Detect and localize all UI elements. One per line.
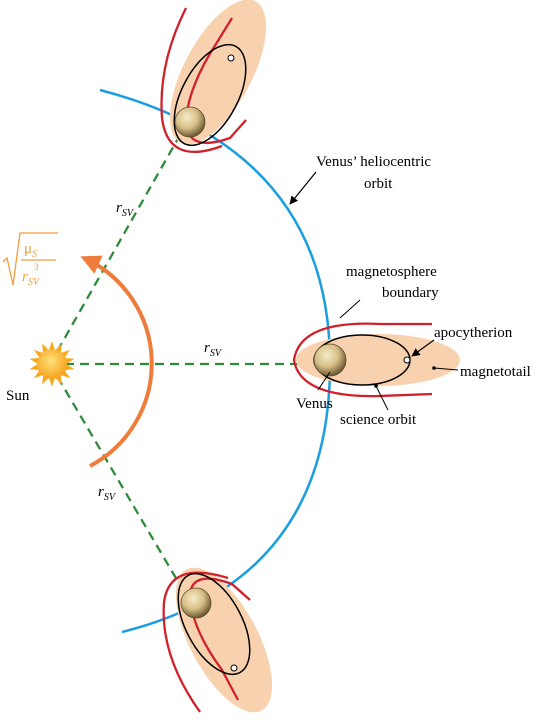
heliocentric-orbit xyxy=(99,88,332,634)
formula-exponent: 3 xyxy=(34,262,39,272)
apocytherion-marker-top xyxy=(227,54,235,62)
science-orbit-leader xyxy=(375,385,389,411)
science-orbit-leader-dot xyxy=(374,384,378,388)
radical-sign xyxy=(2,232,58,286)
magnetosphere-boundary-top-outer xyxy=(160,7,223,154)
venus-label: Venus xyxy=(296,396,333,412)
distance-label-bottom: rSV xyxy=(98,484,117,503)
magnetotail-top xyxy=(169,0,267,145)
apocytherion-label: apocytherion xyxy=(434,325,513,341)
venus-leader xyxy=(317,371,331,391)
sun-venus-line-top xyxy=(48,127,186,365)
sun-icon xyxy=(29,341,75,387)
magnetosphere-label-line1: magnetosphere xyxy=(346,264,437,280)
magnetosphere-label-line2: boundary xyxy=(382,285,439,301)
heliocentric-leader-arrow xyxy=(289,171,317,205)
distance-label-middle: rSV xyxy=(204,340,223,359)
venus-planet-top xyxy=(174,106,206,138)
science-orbit-label: science orbit xyxy=(340,412,417,428)
distance-label-top: rSV xyxy=(116,200,135,219)
magnetotail-leader-dot xyxy=(432,366,436,370)
sun-venus-line-bottom xyxy=(49,363,191,603)
apocytherion-marker-bottom xyxy=(230,664,238,672)
magnetosphere-leader xyxy=(339,299,361,319)
magnetosphere-boundary-bottom-outer xyxy=(162,571,229,713)
magnetosphere-boundary-middle xyxy=(292,322,433,398)
angular-rate-formula: μS rSV 3 xyxy=(2,232,58,288)
formula-denominator: rSV xyxy=(22,269,41,288)
sun-label: Sun xyxy=(6,388,30,404)
formula-numerator: μS xyxy=(24,241,37,260)
venus-system-top xyxy=(160,0,267,154)
sun-core xyxy=(37,349,67,379)
science-orbit-bottom xyxy=(177,572,251,676)
apocytherion-marker-middle xyxy=(403,356,411,364)
magnetotail-label: magnetotail xyxy=(460,364,531,380)
magnetotail-leader xyxy=(433,367,459,371)
venus-planet-bottom xyxy=(180,587,212,619)
heliocentric-orbit-label-line1: Venus’ heliocentric xyxy=(316,154,431,170)
venus-planet-middle xyxy=(313,343,347,377)
apocytherion-leader-arrow xyxy=(411,339,435,357)
heliocentric-orbit-label-line2: orbit xyxy=(364,176,393,192)
venus-system-bottom xyxy=(162,567,273,713)
venus-system-middle xyxy=(292,322,460,398)
rotation-arrow xyxy=(80,255,154,468)
science-orbit-top xyxy=(173,43,247,147)
